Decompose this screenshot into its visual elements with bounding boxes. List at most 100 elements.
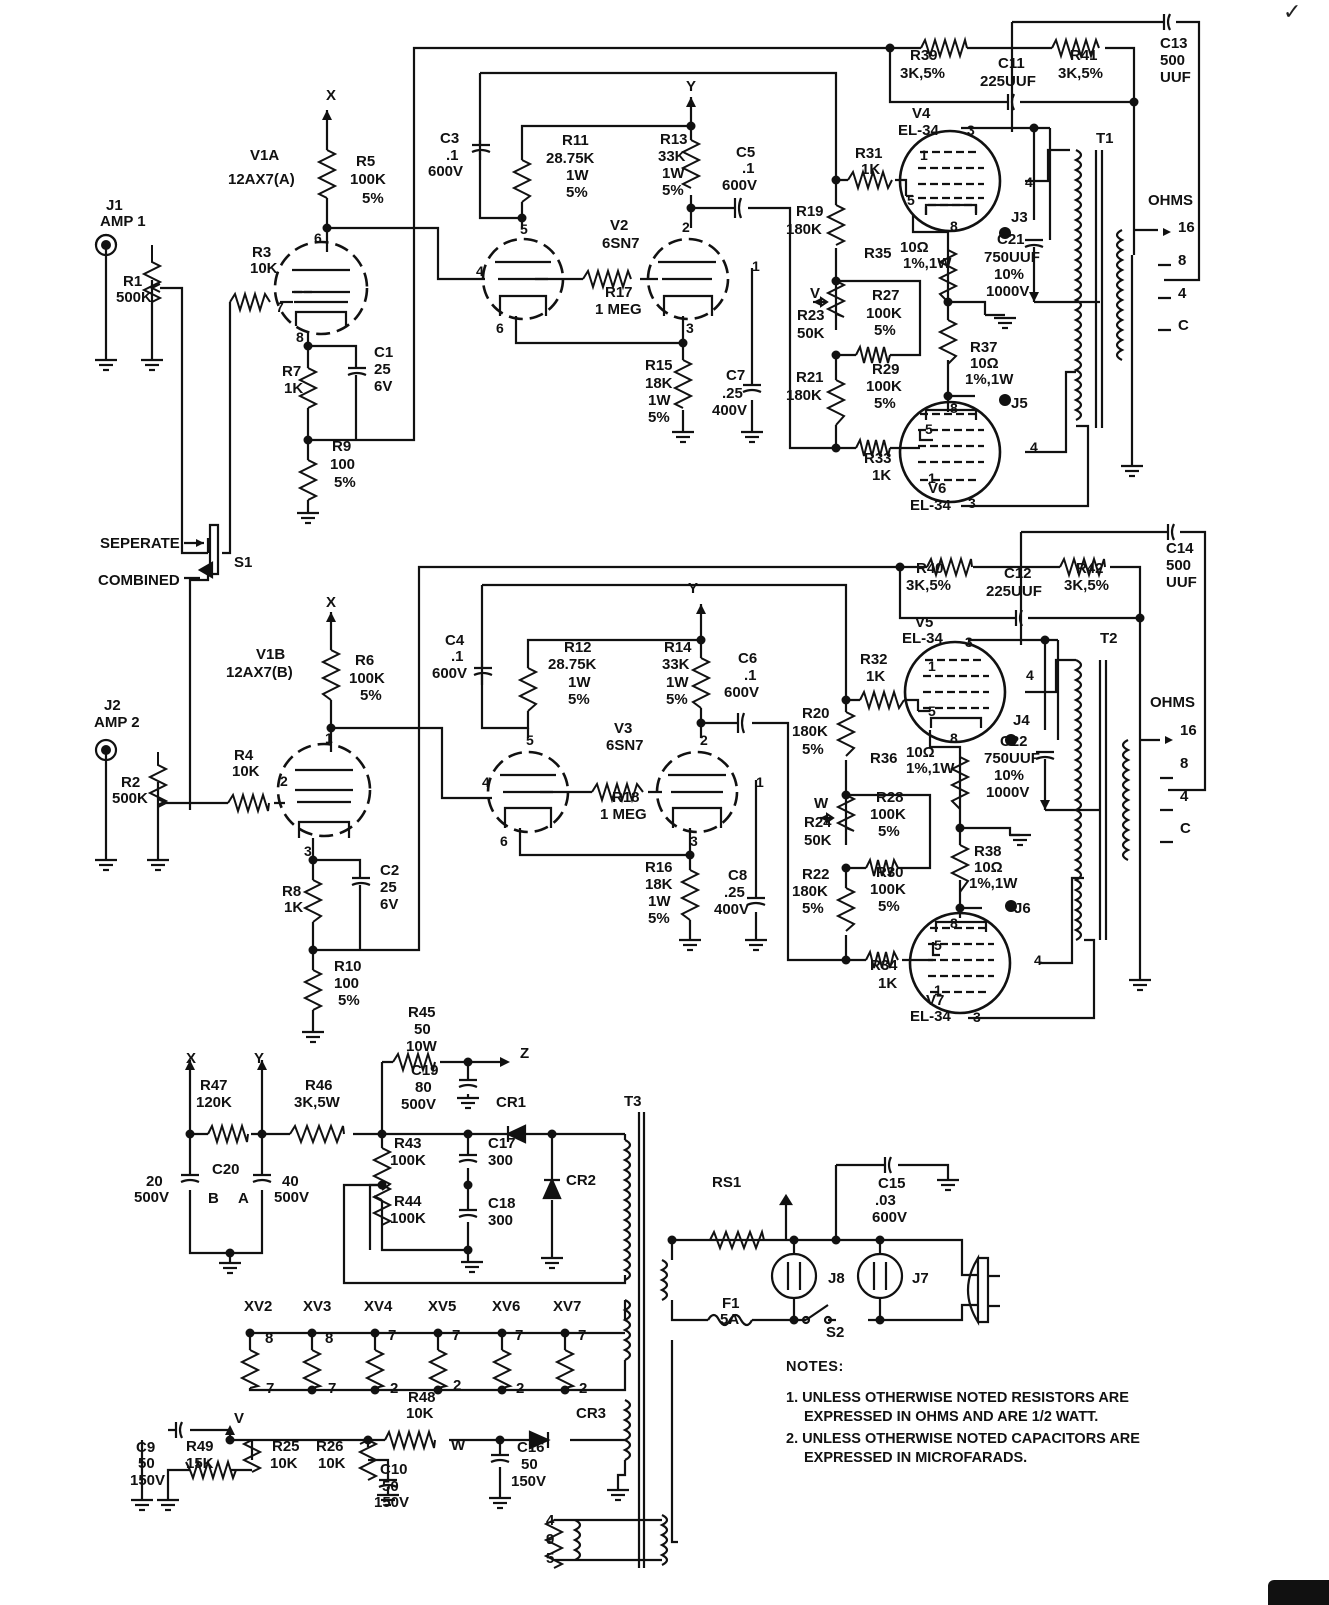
pin-number: 8 — [950, 915, 958, 931]
component-label: V6 — [928, 480, 946, 497]
pin-number: 4 — [1034, 952, 1042, 968]
component-label: 5% — [648, 409, 670, 426]
pin-number: 1 — [928, 470, 936, 486]
component-label: .1 — [742, 160, 755, 177]
component-label: .25 — [722, 385, 743, 402]
component-label: 5% — [648, 910, 670, 927]
component-label: C22 — [1000, 733, 1028, 750]
component-label: R47 — [200, 1077, 228, 1094]
pin-number: 1 — [934, 982, 942, 998]
component-label: 1W — [566, 167, 589, 184]
component-label: 1 MEG — [595, 301, 642, 318]
component-label: 7 — [328, 1380, 336, 1397]
component-label: 1000V — [986, 784, 1029, 801]
component-label: 1%,1W — [969, 875, 1018, 892]
component-label: 300 — [488, 1152, 513, 1169]
component-label: 9 — [546, 1531, 554, 1548]
component-label: 12AX7(A) — [228, 171, 295, 188]
check-mark-icon: ✓ — [1283, 0, 1302, 25]
component-label: 50 — [521, 1456, 538, 1473]
component-label: 3K,5% — [900, 65, 945, 82]
pin-number: 2 — [700, 732, 708, 748]
component-label: 500V — [134, 1189, 169, 1206]
component-label: 600V — [432, 665, 467, 682]
component-label: OHMS — [1150, 694, 1195, 711]
component-label: UUF — [1166, 574, 1197, 591]
component-label: 7 — [388, 1327, 396, 1344]
note-item: 1. UNLESS OTHERWISE NOTED RESISTORS ARE … — [786, 1390, 1129, 1425]
component-label: C18 — [488, 1195, 516, 1212]
component-label: R49 — [186, 1438, 214, 1455]
component-label: 18K — [645, 375, 673, 392]
component-label: 400V — [714, 901, 749, 918]
component-label: 225UUF — [980, 73, 1036, 90]
component-label: 5% — [666, 691, 688, 708]
pin-number: 3 — [690, 833, 698, 849]
component-label: 6SN7 — [602, 235, 640, 252]
component-label: 225UUF — [986, 583, 1042, 600]
component-label: .03 — [875, 1192, 896, 1209]
component-label: 1K — [866, 668, 885, 685]
component-label: 1K — [284, 380, 303, 397]
component-label: 750UUF — [984, 750, 1040, 767]
component-label: 18K — [645, 876, 673, 893]
component-label: 15K — [186, 1455, 214, 1472]
component-label: CR1 — [496, 1094, 526, 1111]
component-label: C11 — [998, 55, 1025, 72]
component-label: 10Ω — [970, 355, 999, 372]
component-label: R20 — [802, 705, 830, 722]
component-label: 180K — [792, 723, 828, 740]
component-label: V1B — [256, 646, 285, 663]
component-label: 5% — [334, 474, 356, 491]
component-label: 10K — [250, 260, 278, 277]
s1-combined-label: COMBINED — [98, 572, 180, 589]
component-label: R3 — [252, 244, 271, 261]
component-label: 50K — [804, 832, 832, 849]
pin-number: 4 — [482, 774, 490, 790]
component-label: C21 — [997, 231, 1025, 248]
component-label: 1 MEG — [600, 806, 647, 823]
component-label: 1W — [666, 674, 689, 691]
component-label: R5 — [356, 153, 375, 170]
notes-block: NOTES: 1. UNLESS OTHERWISE NOTED RESISTO… — [786, 1358, 1206, 1471]
pin-number: 1 — [928, 658, 936, 674]
pin-number: 1 — [756, 774, 764, 790]
component-label: 7 — [452, 1327, 460, 1344]
component-label: XV6 — [492, 1298, 520, 1315]
pin-number: 3 — [686, 320, 694, 336]
component-label: XV2 — [244, 1298, 272, 1315]
component-label: R45 — [408, 1004, 436, 1021]
pin-number: 5 — [934, 937, 942, 953]
component-label: R2 — [121, 774, 140, 791]
component-label: R26 — [316, 1438, 344, 1455]
component-label: 7 — [515, 1327, 523, 1344]
component-label: 10K — [232, 763, 260, 780]
pin-number: 8 — [950, 730, 958, 746]
component-label: 1000V — [986, 283, 1029, 300]
pin-number: 5 — [526, 732, 534, 748]
component-label: 10W — [406, 1038, 438, 1055]
component-label: 500V — [401, 1096, 436, 1113]
pin-number: 8 — [950, 400, 958, 416]
component-label: 50K — [797, 325, 825, 342]
component-label: EL-34 — [898, 122, 940, 139]
component-label: T2 — [1100, 630, 1118, 647]
component-label: Y — [688, 580, 698, 597]
component-label: 500K — [116, 289, 152, 306]
component-label: R29 — [872, 361, 900, 378]
component-label: R7 — [282, 363, 301, 380]
component-label: 3K,5% — [1064, 577, 1109, 594]
component-label: R48 — [408, 1389, 436, 1406]
component-label: R46 — [305, 1077, 333, 1094]
v4-tube — [898, 129, 1002, 233]
component-label: J1 — [106, 197, 123, 214]
component-label: 100K — [349, 670, 385, 687]
component-label: C6 — [738, 650, 757, 667]
component-label: 100 — [330, 456, 355, 473]
pin-number: 4 — [1026, 667, 1034, 683]
component-label: 500 — [1166, 557, 1191, 574]
component-label: R13 — [660, 131, 688, 148]
component-label: 10K — [318, 1455, 346, 1472]
pin-number: 4 — [476, 263, 484, 279]
